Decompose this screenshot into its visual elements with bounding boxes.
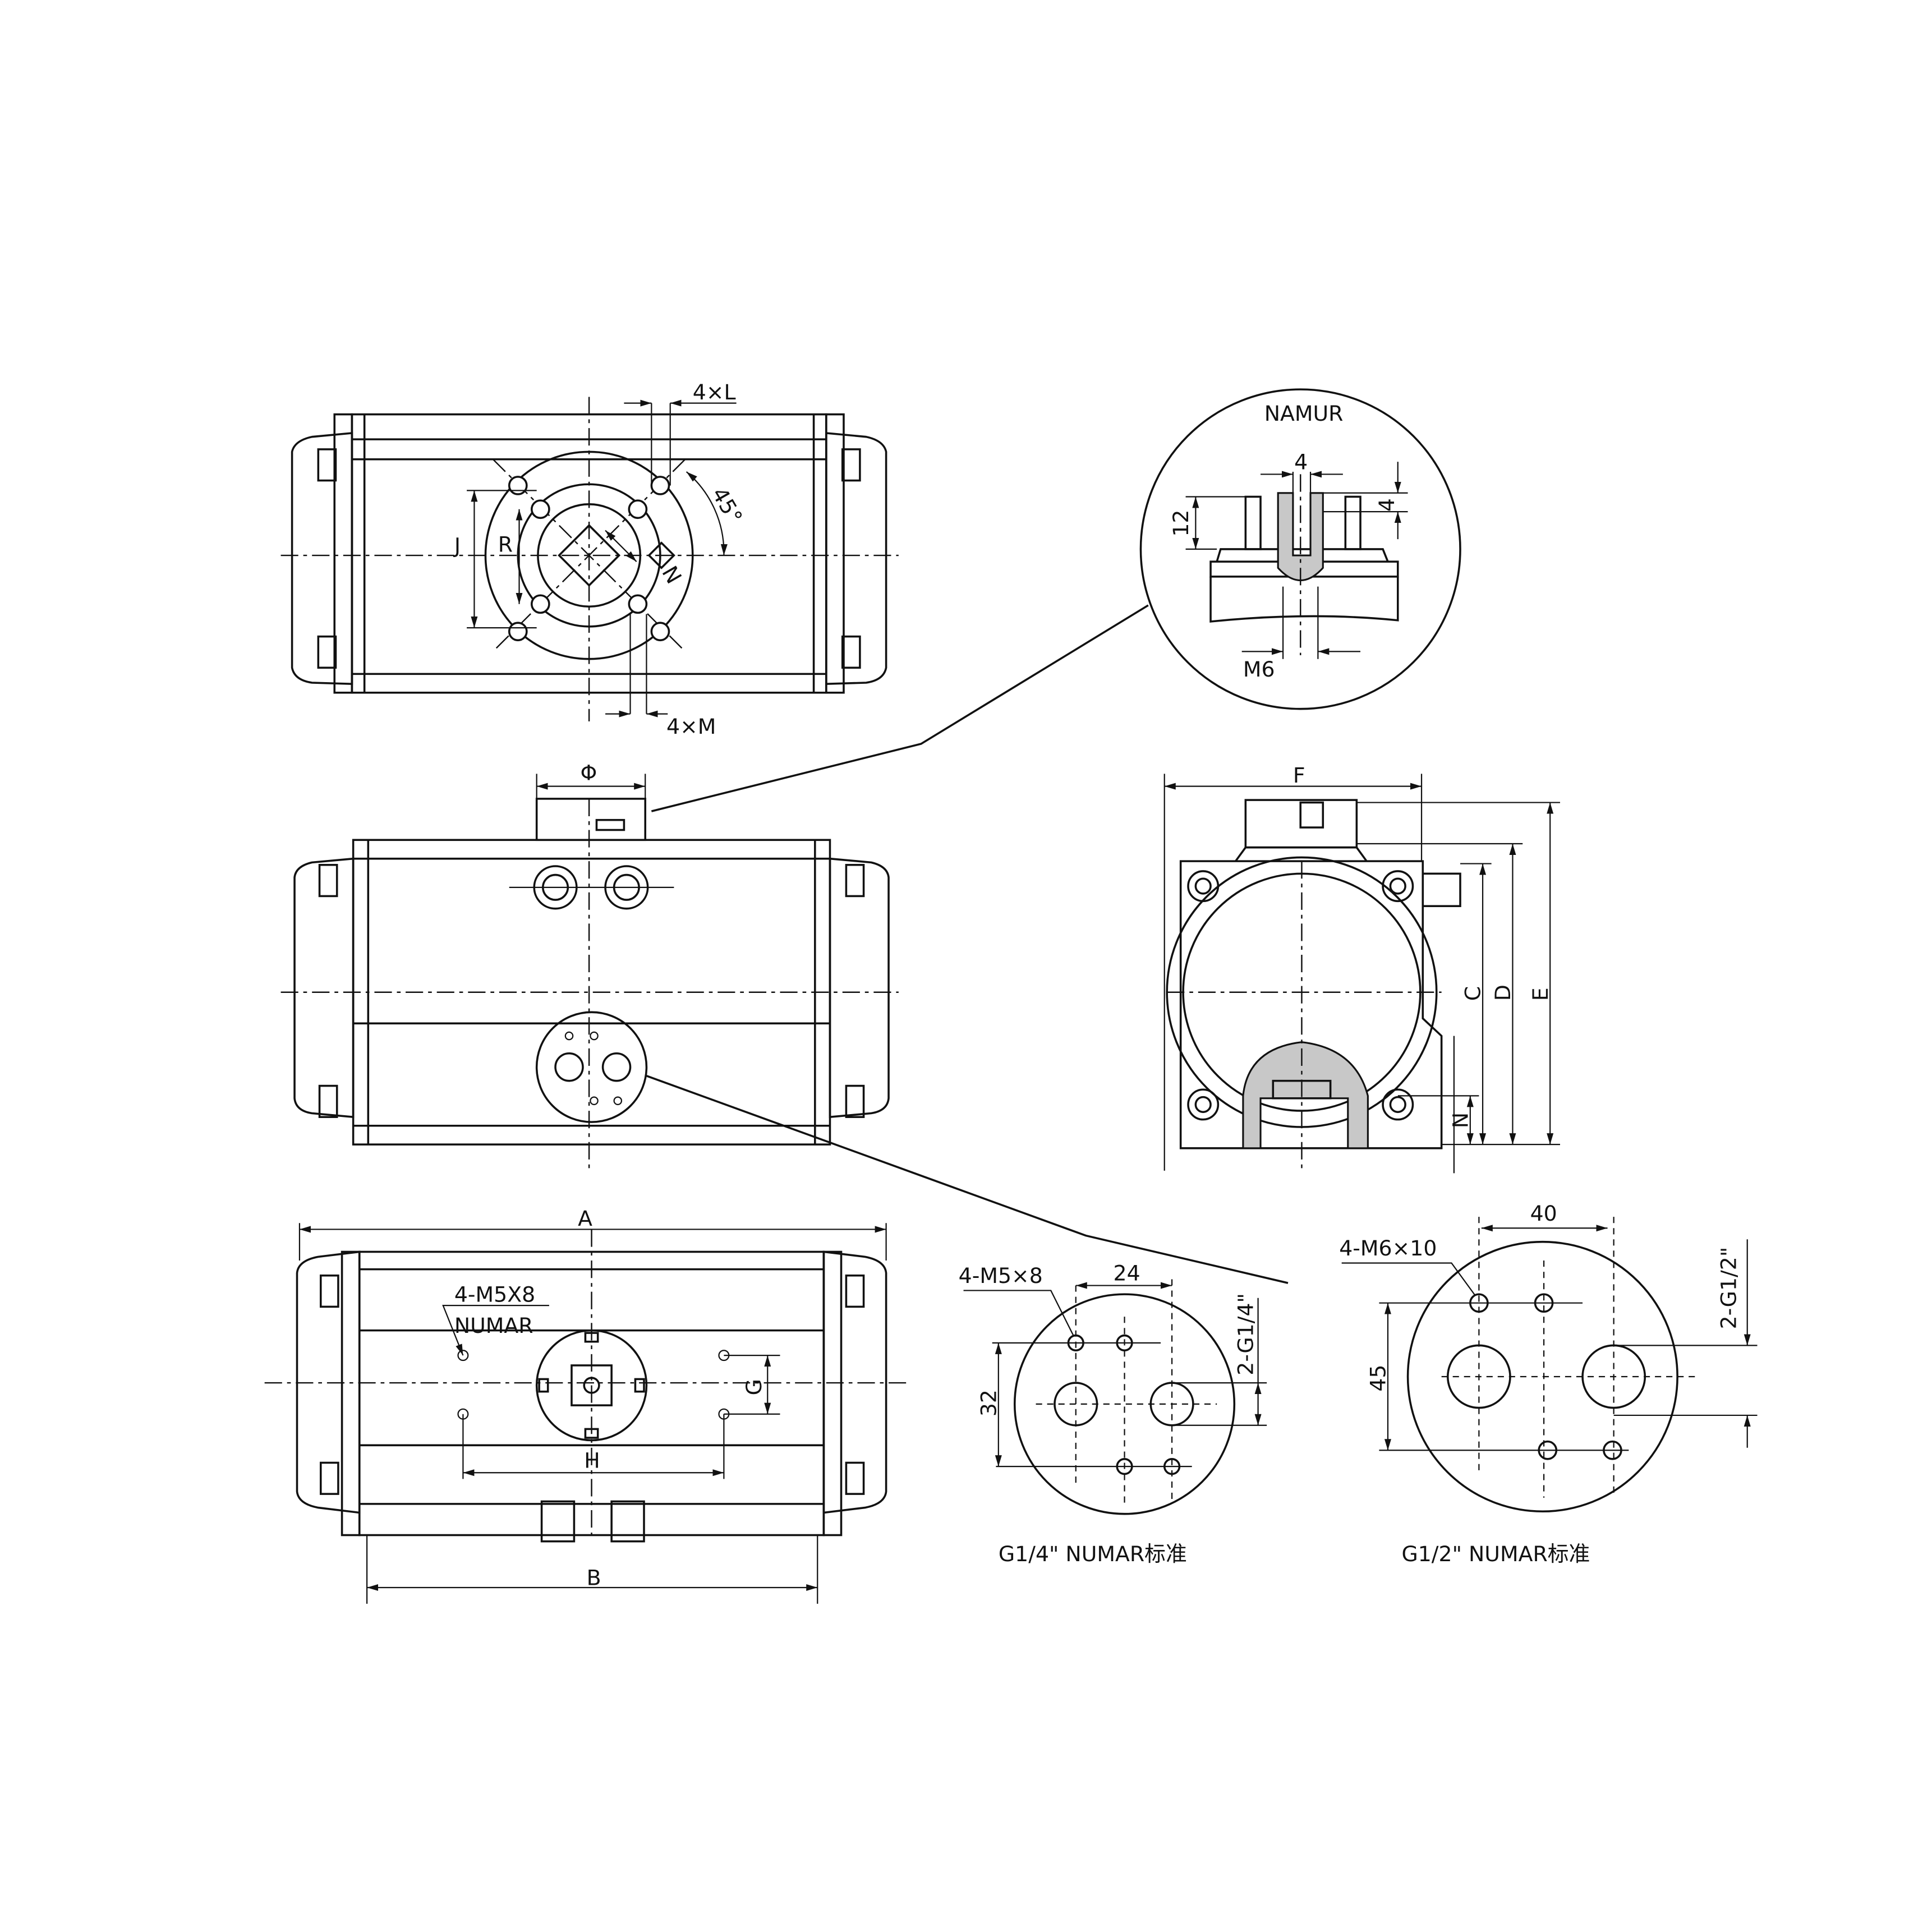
namur-leader-line bbox=[651, 604, 1149, 812]
caption-g12: G1/2" NUMAR标准 bbox=[1401, 1542, 1590, 1566]
cutaway-section bbox=[1242, 1041, 1369, 1149]
label-45-degrees: 45° bbox=[707, 483, 747, 528]
flange-outer bbox=[484, 450, 694, 660]
port-leader-line bbox=[646, 1075, 1289, 1284]
label-G: G bbox=[742, 1379, 766, 1395]
label-N: N bbox=[657, 562, 686, 588]
dim-24: 24 bbox=[1114, 1261, 1140, 1286]
label-C: C bbox=[1461, 986, 1485, 1001]
top-view: 4×L 45° J R N 4×M bbox=[280, 380, 899, 739]
label-thread: 4-M5X8 bbox=[454, 1282, 535, 1307]
label-4xL: 4×L bbox=[693, 380, 736, 404]
dim-4-depth: 4 bbox=[1374, 498, 1399, 512]
dim-12: 12 bbox=[1169, 510, 1193, 537]
label-4xM: 4×M bbox=[666, 714, 716, 739]
left-end-cap bbox=[291, 432, 353, 686]
dim-g12-ports: 2-G1/2" bbox=[1717, 1247, 1741, 1330]
dim-40: 40 bbox=[1530, 1201, 1557, 1226]
namur-detail: NAMUR 4 4 12 M6 bbox=[1139, 388, 1461, 710]
output-flange bbox=[535, 1329, 648, 1442]
side-view: F C D E N bbox=[1163, 763, 1561, 1174]
solenoid-interface bbox=[535, 1011, 648, 1123]
label-N-side: N bbox=[1448, 1112, 1473, 1128]
label-F: F bbox=[1293, 763, 1305, 788]
port-detail-g12: 45 40 4-M6×10 2-G1/2" G1/2" NUMAR标准 bbox=[1339, 1201, 1758, 1566]
namur-title: NAMUR bbox=[1264, 401, 1344, 426]
label-numar: NUMAR bbox=[454, 1313, 533, 1338]
dim-g14-ports: 2-G1/4" bbox=[1234, 1293, 1258, 1376]
front-view: Φ bbox=[280, 761, 899, 1174]
caption-g14: G1/4" NUMAR标准 bbox=[999, 1542, 1187, 1566]
label-phi: Φ bbox=[581, 761, 597, 785]
namur-slot-section bbox=[1277, 492, 1324, 581]
dim-32: 32 bbox=[976, 1390, 1001, 1416]
pinion-top bbox=[535, 798, 647, 841]
label-M6: M6 bbox=[1243, 657, 1275, 682]
port-detail-g14: 32 24 4-M5×8 2-G1/4" G1/4" NUMAR标准 bbox=[959, 1261, 1267, 1566]
label-E: E bbox=[1528, 987, 1553, 1001]
dim-45: 45 bbox=[1366, 1365, 1391, 1392]
label-B: B bbox=[587, 1566, 601, 1590]
label-H: H bbox=[584, 1448, 600, 1473]
right-end-cap bbox=[825, 432, 887, 686]
bolt-holes bbox=[508, 476, 670, 642]
label-m6-holes: 4-M6×10 bbox=[1339, 1236, 1437, 1261]
dim-4-width: 4 bbox=[1294, 450, 1308, 475]
bottom-view: A B H G 4-M5X8 NUMAR bbox=[264, 1206, 912, 1604]
label-m5-holes: 4-M5×8 bbox=[959, 1263, 1043, 1288]
mounting-holes bbox=[457, 1350, 730, 1420]
label-A: A bbox=[578, 1206, 592, 1231]
label-R: R bbox=[498, 532, 513, 556]
label-J: J bbox=[453, 533, 461, 558]
label-D: D bbox=[1491, 985, 1515, 1001]
